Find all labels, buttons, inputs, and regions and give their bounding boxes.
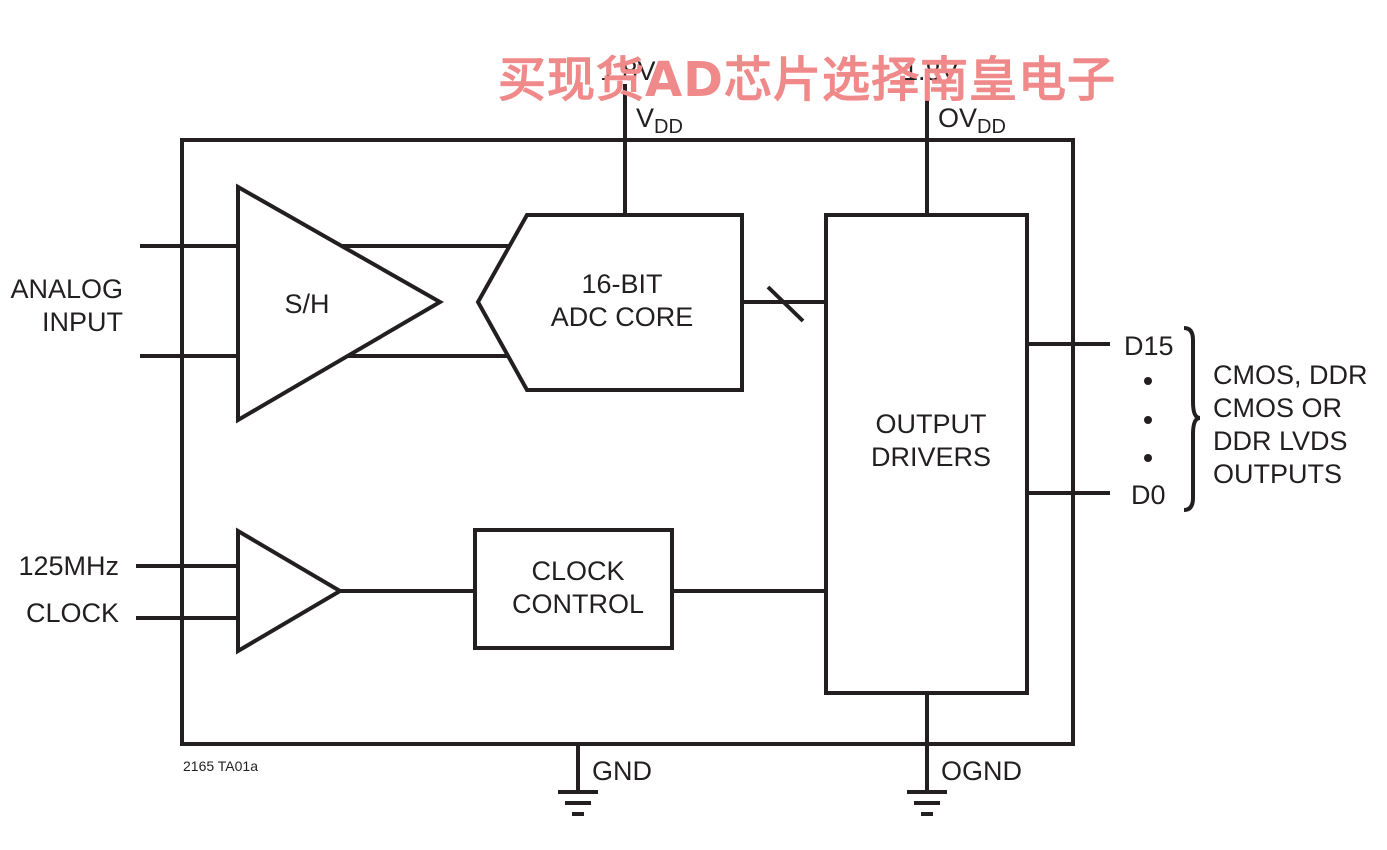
clock-frequency-label: 125MHz [18,551,119,581]
output-drivers-block [824,213,1029,695]
analog-input-label-line1: ANALOG [10,274,123,304]
output-brace-icon [1183,326,1201,512]
output-d15-label: D15 [1124,331,1174,361]
adc-core-block [475,213,744,392]
output-drivers-label-line1: OUTPUT [876,409,987,439]
output-type-label-line4: OUTPUTS [1213,459,1342,489]
vdd-label: VDD [636,103,683,138]
ellipsis-dot [1144,377,1152,385]
ovdd-label: OVDD [938,103,1006,138]
output-d0-label: D0 [1131,480,1166,510]
clock-buffer [236,527,344,655]
gnd-label: GND [592,756,652,786]
output-type-label-line1: CMOS, DDR [1213,360,1368,390]
vdd-voltage-label: 1.8V [600,56,656,86]
output-type-label-line2: CMOS OR [1213,393,1342,423]
clock-control-label-line1: CLOCK [531,556,624,586]
bus-slash-icon [766,285,805,323]
sample-hold-label: S/H [284,289,329,319]
ellipsis-dot [1144,454,1152,462]
clock-control-label-line2: CONTROL [512,589,644,619]
sample-hold-amplifier [236,183,445,424]
adc-core-label-line2: ADC CORE [551,302,694,332]
figure-id-label: 2165 TA01a [183,758,258,774]
gnd-symbol-icon [558,790,598,816]
output-drivers-label-line2: DRIVERS [871,442,991,472]
ognd-label: OGND [941,756,1022,786]
chip-outline [180,138,1075,746]
ellipsis-dot [1144,416,1152,424]
adc-core-label-line1: 16-BIT [581,269,662,299]
analog-input-label-line2: INPUT [42,307,123,337]
watermark-text: 买现货AD芯片选择南皇电子 [498,52,1116,108]
clock-input-label: CLOCK [26,598,119,628]
output-type-label-line3: DDR LVDS [1213,426,1348,456]
ognd-symbol-icon [907,790,947,816]
ovdd-voltage-label: 1.8V [903,56,959,86]
